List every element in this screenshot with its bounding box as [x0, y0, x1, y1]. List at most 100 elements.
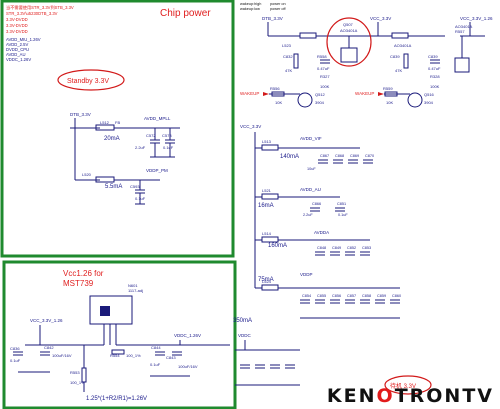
standby-label-bottom: 待机 3.3V	[390, 382, 416, 390]
svg-text:FB: FB	[115, 120, 120, 125]
svg-text:L523: L523	[282, 43, 292, 48]
svg-text:Q507: Q507	[343, 22, 354, 27]
svg-text:C839: C839	[428, 54, 438, 59]
vcc126-regulator-circuit: Vcc1.26 for MST739 N601 1117-adj VCC_3.3…	[10, 269, 230, 402]
svg-text:AO3401A: AO3401A	[394, 43, 412, 48]
svg-text:L514: L514	[262, 231, 272, 236]
svg-text:C573: C573	[162, 133, 172, 138]
svg-text:47K: 47K	[395, 68, 402, 73]
svg-text:C836: C836	[10, 346, 20, 351]
svg-text:C851: C851	[337, 202, 346, 206]
svg-text:N601: N601	[128, 283, 138, 288]
svg-text:100K: 100K	[430, 84, 440, 89]
q507-highlight	[326, 17, 372, 67]
svg-text:DTB_3.3V: DTB_3.3V	[262, 16, 283, 21]
svg-text:AVDD_AU: AVDD_AU	[6, 52, 25, 57]
svg-text:0.1uF: 0.1uF	[338, 213, 348, 217]
svg-text:75mA: 75mA	[258, 277, 274, 283]
svg-text:10uF: 10uF	[307, 167, 316, 171]
svg-text:VDDP: VDDP	[300, 272, 313, 277]
svg-text:C855: C855	[317, 294, 326, 298]
svg-text:AVDD_MIU_1.26V: AVDD_MIU_1.26V	[6, 37, 41, 42]
svg-text:R327: R327	[320, 74, 330, 79]
svg-text:VCC_3.3V_1.26: VCC_3.3V_1.26	[460, 16, 493, 21]
svg-text:C860: C860	[392, 294, 401, 298]
svg-text:100uF/16V: 100uF/16V	[178, 364, 198, 369]
svg-text:power on: power on	[270, 2, 286, 6]
svg-text:C857: C857	[347, 294, 356, 298]
watermark-logo: KENOTRONTV	[326, 385, 494, 407]
svg-text:100uF/16V: 100uF/16V	[52, 353, 72, 358]
vddc-bank: 350mA VDDC	[233, 318, 300, 386]
svg-text:VDDP_PM: VDDP_PM	[146, 168, 168, 173]
svg-text:100_1%: 100_1%	[70, 380, 85, 385]
svg-text:C593: C593	[130, 184, 140, 189]
svg-text:VCC_3.3V: VCC_3.3V	[370, 16, 391, 21]
svg-text:Vcc1.26 for: Vcc1.26 for	[63, 269, 104, 278]
svg-text:AVDD_2.5V: AVDD_2.5V	[6, 42, 28, 47]
svg-text:AO3401A: AO3401A	[455, 24, 473, 29]
standby-label: Standby 3.3V	[67, 78, 109, 85]
standby-oval	[57, 69, 125, 91]
svg-text:47K: 47K	[285, 68, 292, 73]
analog-rails-circuit: VCC_3.3V L513 AVDD_VIF 140mA L521 AVDD_A…	[240, 124, 401, 319]
svg-text:R556: R556	[270, 86, 280, 91]
chip-power-title: Chip power	[160, 8, 211, 19]
svg-text:R557: R557	[455, 29, 465, 34]
svg-text:10K: 10K	[386, 100, 393, 105]
svg-text:3.3V-DVDD: 3.3V-DVDD	[6, 29, 28, 34]
svg-text:L520: L520	[82, 172, 92, 177]
svg-text:1.25*(1+R2/R1)=1.26V: 1.25*(1+R2/R1)=1.26V	[86, 396, 147, 402]
svg-text:VCC_3.3V_1.26: VCC_3.3V_1.26	[30, 318, 63, 323]
svg-text:DTB_3.3V: DTB_3.3V	[70, 112, 91, 117]
svg-text:wakeup:high: wakeup:high	[240, 2, 261, 6]
svg-text:C852: C852	[347, 246, 356, 250]
svg-text:R328: R328	[430, 74, 440, 79]
svg-text:C856: C856	[332, 294, 341, 298]
svg-text:VDDC_1.26V: VDDC_1.26V	[174, 333, 201, 338]
svg-text:C868: C868	[335, 154, 344, 158]
standby-oval-bottom	[384, 375, 432, 395]
svg-text:AO3401A: AO3401A	[340, 28, 358, 33]
svg-text:160mA: 160mA	[268, 243, 287, 249]
svg-text:C870: C870	[365, 154, 374, 158]
svg-text:C869: C869	[350, 154, 359, 158]
chip-power-notes: 当不需要使用STR_3.3V到STB_3.3V STR_3.3V\u5230DT…	[6, 4, 74, 62]
svg-text:C839: C839	[390, 54, 400, 59]
svg-text:wakeup:low: wakeup:low	[240, 7, 260, 11]
svg-text:0.1uF: 0.1uF	[150, 362, 161, 367]
svg-text:0.1uF: 0.1uF	[10, 358, 21, 363]
svg-text:C843: C843	[166, 355, 176, 360]
svg-text:L513: L513	[262, 139, 272, 144]
chip-power-panel	[0, 0, 235, 258]
svg-text:2.2uF: 2.2uF	[135, 145, 146, 150]
svg-text:R553: R553	[70, 370, 80, 375]
svg-text:350mA: 350mA	[233, 318, 252, 324]
svg-text:100K: 100K	[320, 84, 330, 89]
svg-text:AVDD_VIF: AVDD_VIF	[300, 136, 322, 141]
svg-text:C866: C866	[312, 202, 321, 206]
svg-text:C853: C853	[362, 246, 371, 250]
svg-text:0.47uF: 0.47uF	[428, 66, 441, 71]
svg-text:WAKEUP: WAKEUP	[240, 91, 259, 96]
svg-text:C867: C867	[320, 154, 329, 158]
svg-text:140mA: 140mA	[280, 154, 299, 160]
svg-text:VCC_3.3V: VCC_3.3V	[240, 124, 261, 129]
svg-text:3904: 3904	[315, 100, 325, 105]
svg-text:DVDD_CPU: DVDD_CPU	[6, 47, 29, 52]
regulator-ic	[89, 295, 133, 325]
svg-text:AVDD_MPLL: AVDD_MPLL	[144, 116, 171, 121]
svg-text:5.5mA: 5.5mA	[105, 184, 122, 190]
svg-text:3904: 3904	[424, 100, 434, 105]
svg-text:Q516: Q516	[424, 92, 435, 97]
svg-text:10K: 10K	[275, 100, 282, 105]
svg-text:3.3V-DVDD: 3.3V-DVDD	[6, 23, 28, 28]
svg-text:L521: L521	[262, 188, 272, 193]
svg-text:L512: L512	[100, 120, 110, 125]
svg-text:100_1%: 100_1%	[126, 353, 141, 358]
vcc126-panel	[2, 260, 237, 409]
svg-text:Q512: Q512	[315, 92, 326, 97]
svg-text:WAKEUP: WAKEUP	[355, 91, 374, 96]
svg-text:AVDDA: AVDDA	[314, 230, 329, 235]
